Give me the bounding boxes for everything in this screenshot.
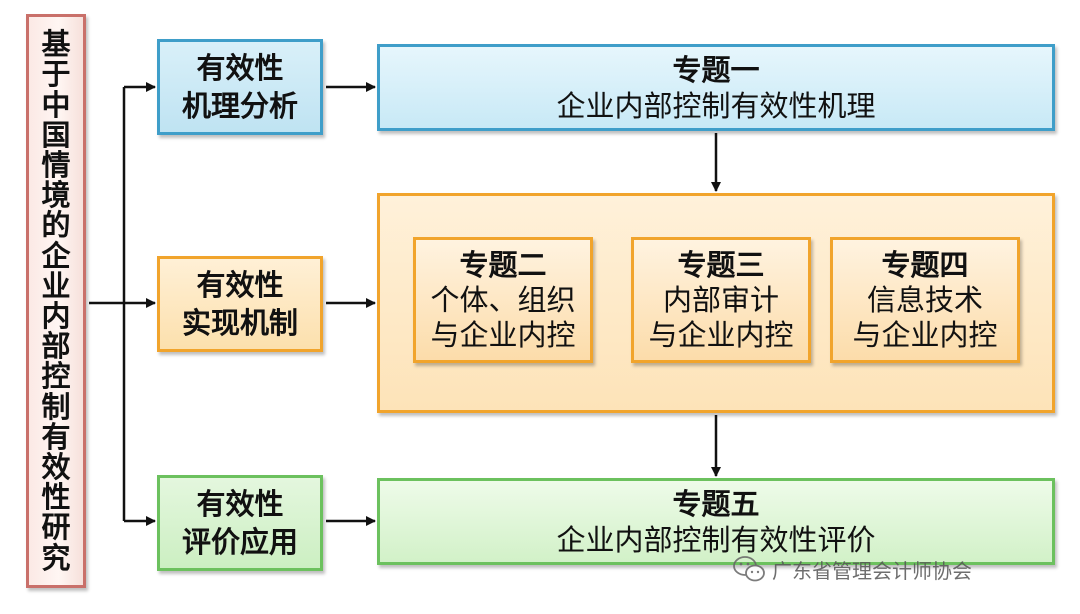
category-evaluation-application: 有效性 评价应用 bbox=[157, 475, 323, 571]
vertical-title: 基于中国情境的企业内部控制有效性研究 bbox=[41, 29, 70, 573]
topic-title: 专题四 bbox=[881, 247, 969, 282]
topic-title: 专题三 bbox=[677, 247, 765, 282]
category-line: 实现机制 bbox=[181, 306, 298, 340]
topic-title: 专题二 bbox=[459, 247, 547, 282]
category-mechanism-analysis: 有效性 机理分析 bbox=[157, 39, 323, 135]
category-line: 有效性 bbox=[196, 51, 284, 85]
topic-line: 企业内部控制有效性评价 bbox=[556, 522, 876, 557]
category-line: 有效性 bbox=[196, 487, 284, 521]
vertical-title-char: 国 bbox=[41, 117, 71, 152]
vertical-title-char: 的 bbox=[41, 208, 71, 243]
watermark-text: 广东省管理会计师协会 bbox=[772, 558, 972, 583]
vertical-title-char: 中 bbox=[41, 87, 71, 122]
topic-line: 与企业内控 bbox=[430, 317, 576, 352]
vertical-title-char: 效 bbox=[41, 450, 71, 485]
topic-title: 专题五 bbox=[672, 486, 760, 521]
vertical-title-char: 究 bbox=[41, 540, 71, 575]
vertical-title-char: 境 bbox=[41, 178, 71, 213]
watermark: 广东省管理会计师协会 bbox=[732, 553, 972, 585]
topic-3-box: 专题三 内部审计 与企业内控 bbox=[631, 237, 811, 363]
vertical-title-char: 基 bbox=[41, 27, 71, 62]
category-implementation-mechanism: 有效性 实现机制 bbox=[157, 256, 323, 352]
vertical-title-char: 研 bbox=[41, 510, 71, 545]
vertical-title-box: 基于中国情境的企业内部控制有效性研究 bbox=[26, 14, 86, 588]
vertical-title-char: 有 bbox=[41, 419, 71, 454]
vertical-title-char: 性 bbox=[41, 480, 71, 515]
topic-1-box: 专题一 企业内部控制有效性机理 bbox=[377, 44, 1055, 131]
topic-5-box: 专题五 企业内部控制有效性评价 bbox=[377, 478, 1055, 565]
category-line: 评价应用 bbox=[181, 525, 298, 559]
topic-4-box: 专题四 信息技术 与企业内控 bbox=[830, 237, 1020, 363]
category-line: 有效性 bbox=[196, 268, 284, 302]
vertical-title-char: 情 bbox=[41, 147, 71, 182]
wechat-icon bbox=[733, 556, 765, 582]
vertical-title-char: 部 bbox=[41, 329, 71, 364]
vertical-title-char: 内 bbox=[41, 299, 71, 333]
vertical-title-char: 企 bbox=[41, 238, 71, 273]
vertical-title-char: 业 bbox=[41, 268, 71, 303]
topic-line: 内部审计 bbox=[662, 282, 779, 317]
vertical-title-char: 制 bbox=[41, 389, 71, 424]
topic-line: 个体、组织 bbox=[430, 282, 576, 317]
vertical-title-char: 控 bbox=[41, 359, 71, 394]
topic-line: 信息技术 bbox=[866, 282, 983, 317]
topic-line: 企业内部控制有效性机理 bbox=[556, 88, 876, 123]
topic-line: 与企业内控 bbox=[648, 317, 794, 352]
category-line: 机理分析 bbox=[181, 89, 298, 123]
topic-title: 专题一 bbox=[672, 52, 760, 87]
topic-line: 与企业内控 bbox=[852, 317, 998, 352]
topic-2-box: 专题二 个体、组织 与企业内控 bbox=[413, 237, 593, 363]
vertical-title-char: 于 bbox=[41, 57, 71, 92]
